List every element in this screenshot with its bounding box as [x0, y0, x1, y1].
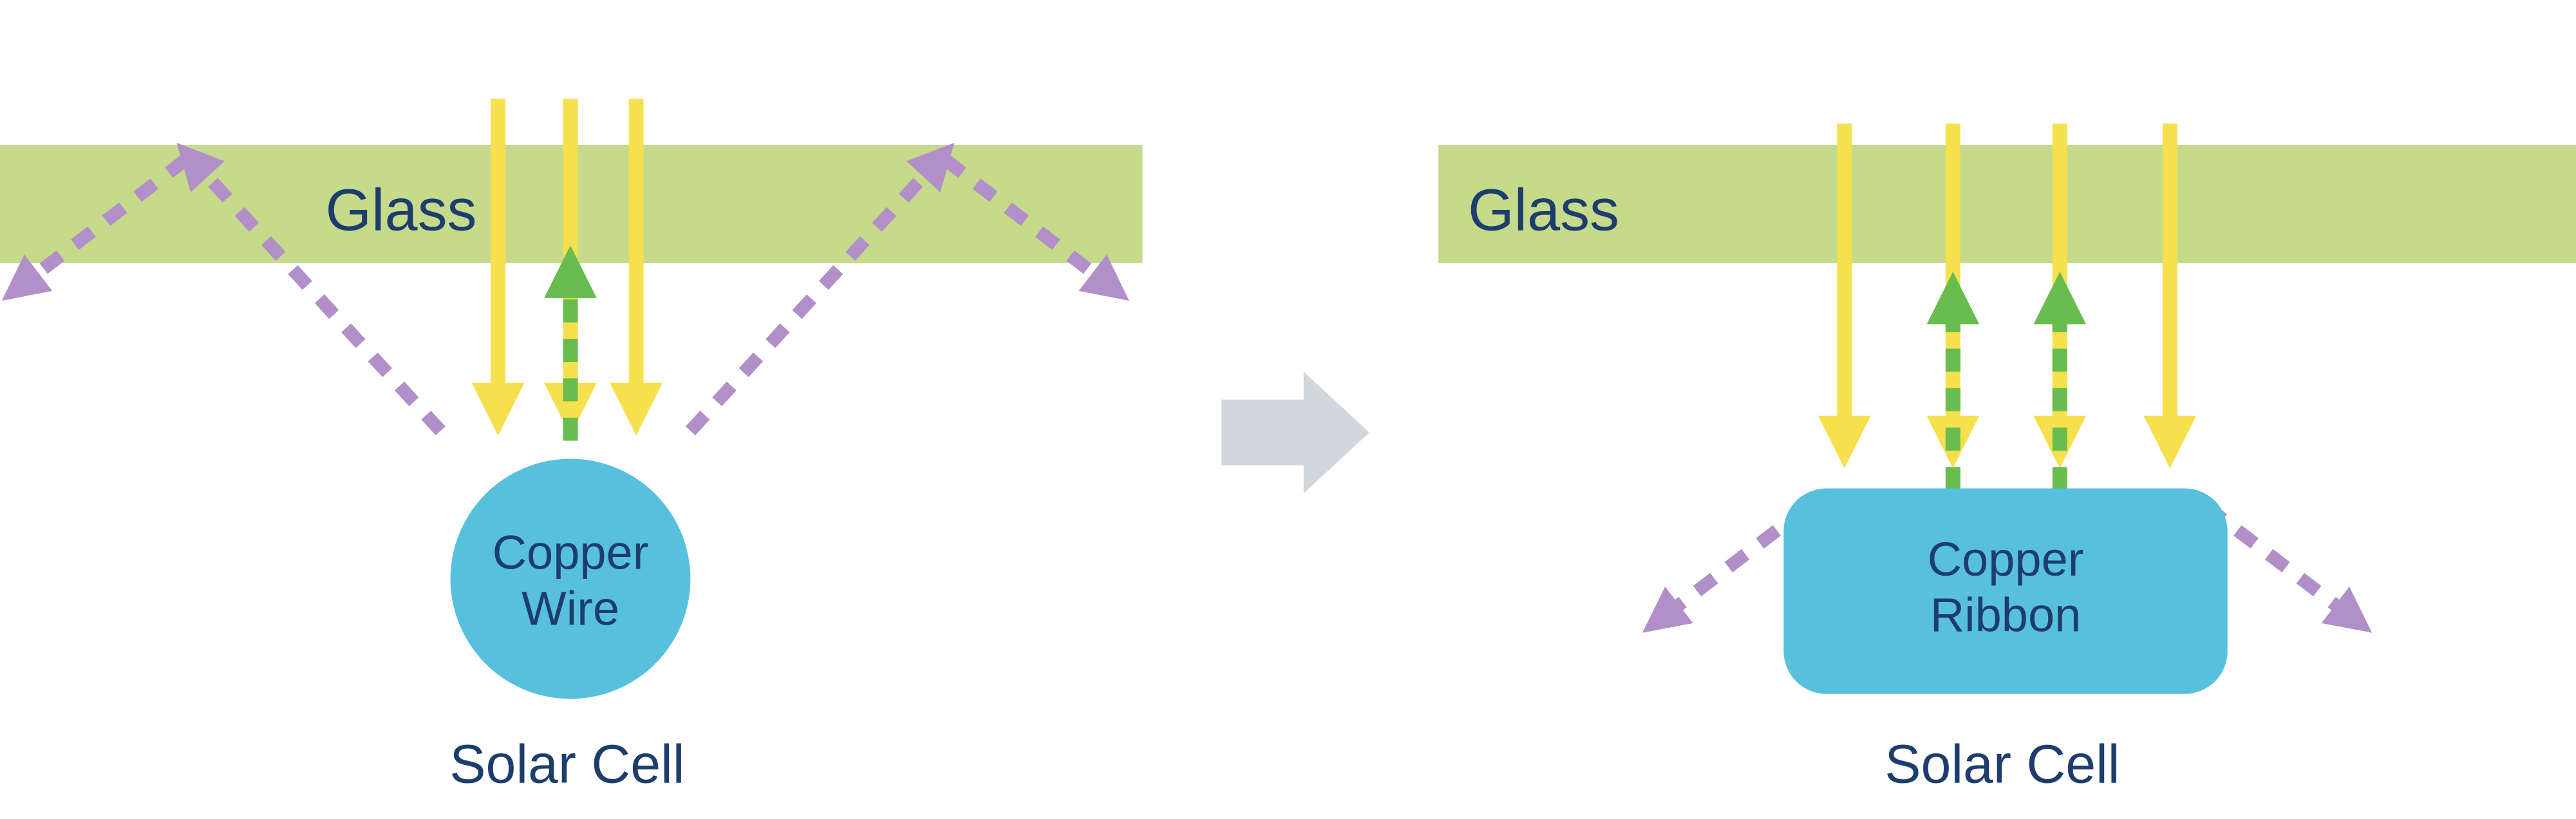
glass-layer — [1438, 144, 2576, 263]
solar-cell-label: Solar Cell — [449, 734, 684, 795]
glass-label: Glass — [326, 178, 477, 243]
solar-cell-label: Solar Cell — [1885, 734, 2120, 795]
scattered-ray-icon — [1, 154, 190, 301]
left-panel: Glass Copper Wire Solar Cell — [0, 99, 1143, 795]
copper-ribbon-label-line1: Copper — [1928, 532, 2084, 586]
right-panel: Glass Copper Ribbon Solar Cell — [1438, 123, 2576, 795]
scattered-ray-icon — [1642, 501, 1812, 633]
copper-wire-label-line1: Copper — [493, 526, 649, 579]
glass-label: Glass — [1468, 178, 1619, 243]
copper-wire-label-line2: Wire — [522, 581, 619, 635]
scattered-ray-icon — [2202, 501, 2373, 633]
copper-wire — [450, 458, 691, 699]
scattered-ray-icon — [941, 154, 1129, 301]
transition-arrow-icon — [1221, 372, 1369, 494]
copper-ribbon-label-line2: Ribbon — [1930, 588, 2082, 642]
copper-ribbon — [1783, 488, 2228, 694]
